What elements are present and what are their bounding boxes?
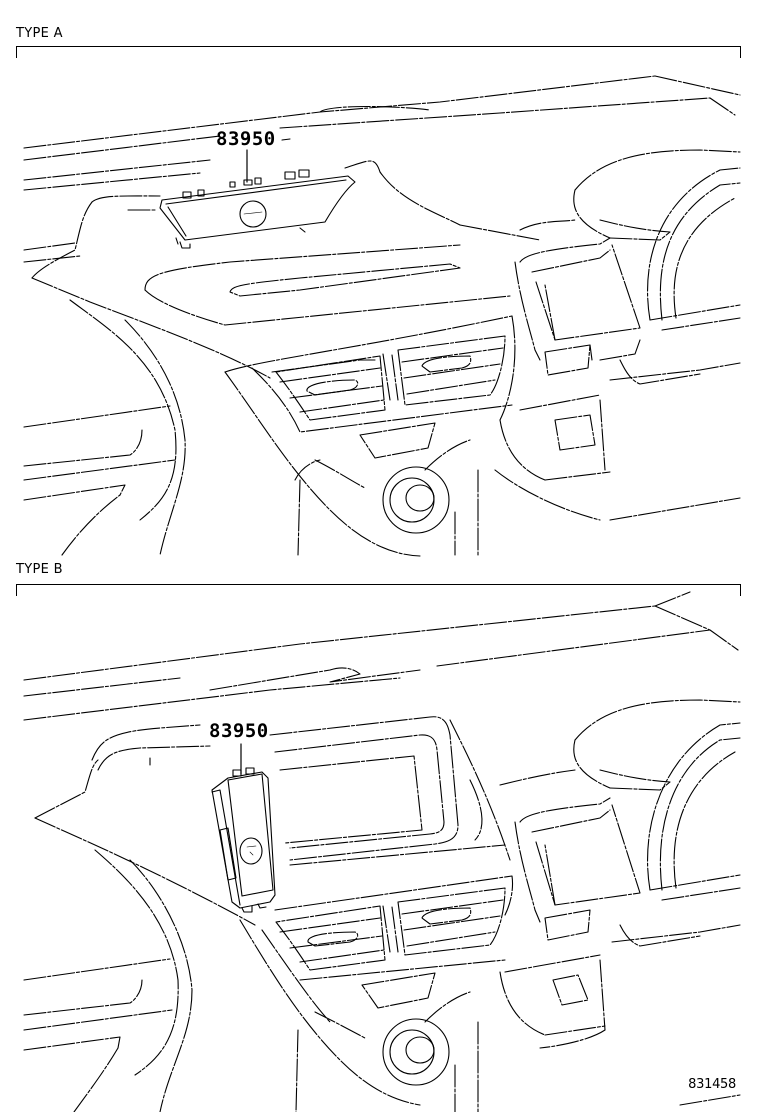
clock-assembly-type-b[interactable] (211, 767, 276, 913)
part-callout-83950-type-a[interactable]: 83950 (216, 128, 276, 150)
part-callout-83950-type-b[interactable]: 83950 (209, 720, 269, 742)
illustration-id: 831458 (688, 1077, 736, 1092)
clock-logo-emblem (239, 200, 267, 228)
dashboard-drawing-type-a (23, 75, 741, 557)
section-frame-type-a (16, 46, 741, 58)
clock-assembly-type-a[interactable] (159, 169, 356, 249)
illustration-type-a: 83950 (23, 75, 741, 557)
section-frame-type-b (16, 584, 741, 596)
dashboard-drawing-type-b (23, 591, 741, 1112)
clock-logo-emblem-type-b (239, 837, 263, 865)
section-label-type-b: TYPE B (16, 562, 63, 577)
illustration-type-b: 83950 (0, 560, 760, 1112)
section-label-type-a: TYPE A (16, 26, 63, 41)
